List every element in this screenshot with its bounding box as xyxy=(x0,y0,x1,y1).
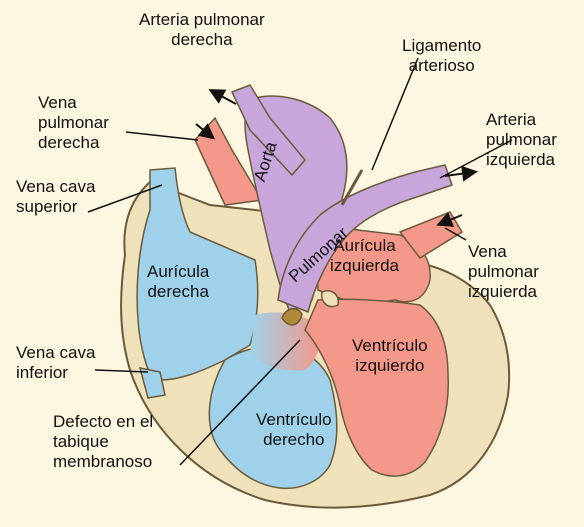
label-vena-pulmonar-izquierda: Vena pulmonar izquierda xyxy=(468,242,539,302)
label-defecto-tabique: Defecto en el tabique membranoso xyxy=(53,412,153,472)
label-ligamento-arterioso: Ligamento arterioso xyxy=(402,36,481,76)
label-ventriculo-derecho: Ventrículo derecho xyxy=(256,410,332,450)
label-vena-cava-inferior: Vena cava inferior xyxy=(16,343,95,383)
label-vena-cava-superior: Vena cava superior xyxy=(16,177,95,217)
label-auricula-derecha: Aurícula derecha xyxy=(147,262,209,302)
label-arteria-pulmonar-izquierda: Arteria pulmonar izquierda xyxy=(486,110,557,170)
label-ventriculo-izquierdo: Ventrículo izquierdo xyxy=(352,336,428,376)
label-vena-pulmonar-derecha: Vena pulmonar derecha xyxy=(38,93,109,153)
label-arteria-pulmonar-derecha: Arteria pulmonar derecha xyxy=(139,10,265,50)
